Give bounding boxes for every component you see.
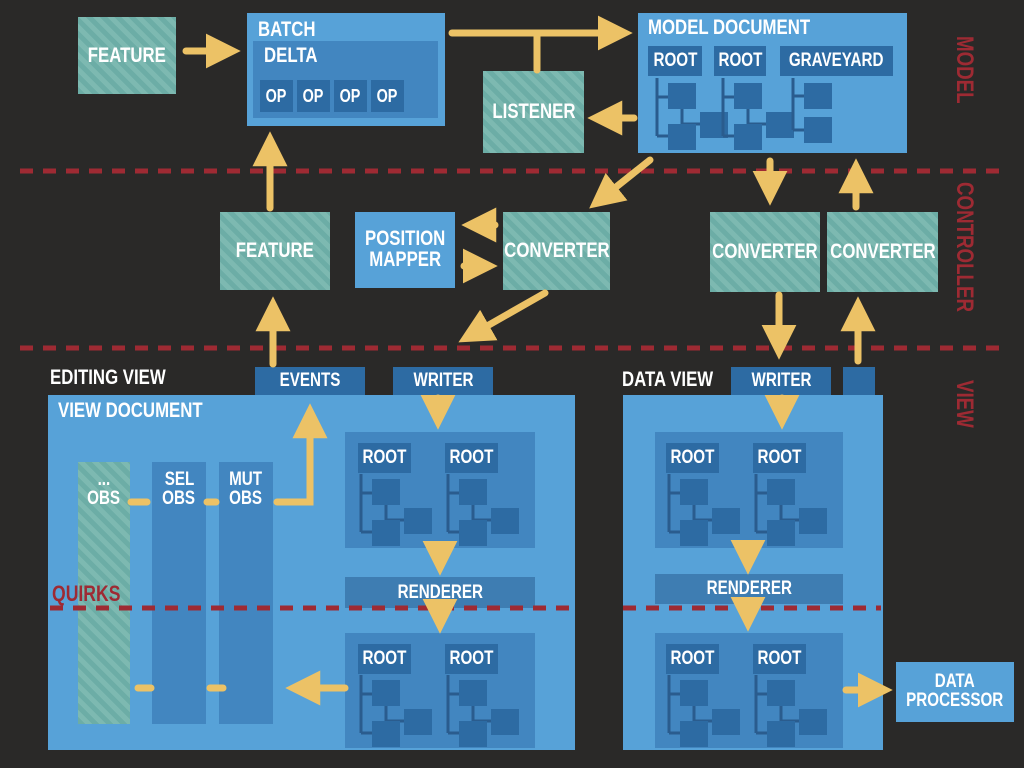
root-label: ROOT: [670, 447, 715, 469]
root-label: ROOT: [653, 50, 697, 72]
view-root-box: ROOT: [666, 644, 719, 674]
view-document-title: VIEW DOCUMENT: [58, 399, 203, 422]
op-label: OP: [266, 85, 287, 106]
document-tree: [784, 78, 876, 150]
view-root-box: ROOT: [666, 443, 719, 473]
data-view-title: DATA VIEW: [622, 368, 714, 391]
view-root-box: ROOT: [358, 644, 411, 674]
position-mapper-box: POSITION MAPPER: [355, 212, 455, 288]
listener-label: LISTENER: [491, 100, 576, 124]
converter-box-mid: CONVERTER: [710, 212, 820, 292]
model-feature-label: FEATURE: [87, 43, 167, 67]
document-tree: [714, 78, 806, 150]
op-box: OP: [260, 80, 293, 112]
root-label: ROOT: [757, 648, 802, 670]
data-processor-box: DATA PROCESSOR: [896, 662, 1014, 722]
root-label: ROOT: [362, 648, 407, 670]
converter-box-right: CONVERTER: [827, 212, 938, 292]
op-label: OP: [377, 85, 398, 106]
converter-label: CONVERTER: [503, 239, 610, 263]
data-writer-box: WRITER: [731, 367, 831, 395]
quirks-label: QUIRKS: [52, 581, 121, 606]
model-feature-box: FEATURE: [78, 17, 176, 94]
editing-writer-box: WRITER: [393, 367, 493, 395]
document-tree: [660, 675, 752, 747]
renderer-label: RENDERER: [706, 578, 792, 600]
graveyard-box: GRAVEYARD: [780, 46, 893, 76]
document-tree: [352, 474, 444, 546]
view-root-box: ROOT: [753, 443, 806, 473]
converter-label: CONVERTER: [712, 240, 818, 264]
other-observer-column: ... OBS: [78, 462, 130, 724]
view-root-box: ROOT: [445, 443, 498, 473]
document-tree: [747, 474, 839, 546]
model-root-box: ROOT: [648, 46, 702, 76]
listener-box: LISTENER: [483, 71, 584, 153]
controller-feature-label: FEATURE: [235, 239, 315, 263]
position-mapper-label: POSITION MAPPER: [364, 227, 446, 271]
editing-view-title: EDITING VIEW: [50, 366, 166, 389]
lane-label-model: MODEL: [951, 36, 978, 104]
op-label: OP: [303, 85, 324, 106]
lane-label-view: VIEW: [951, 380, 978, 428]
root-label: ROOT: [757, 447, 802, 469]
view-root-box: ROOT: [358, 443, 411, 473]
model-document-title: MODEL DOCUMENT: [648, 16, 811, 39]
root-label: ROOT: [449, 447, 494, 469]
op-label: OP: [340, 85, 361, 106]
data-processor-label: DATA PROCESSOR: [906, 671, 1004, 711]
graveyard-label: GRAVEYARD: [789, 50, 884, 72]
model-root-box: ROOT: [714, 46, 766, 76]
writer-label: WRITER: [413, 370, 473, 392]
op-box: OP: [297, 80, 330, 112]
converter-label: CONVERTER: [829, 240, 936, 264]
document-tree: [439, 675, 531, 747]
events-box: EVENTS: [255, 367, 365, 395]
document-tree: [660, 474, 752, 546]
lane-label-controller: CONTROLLER: [951, 182, 978, 312]
view-root-box: ROOT: [753, 644, 806, 674]
root-label: ROOT: [670, 648, 715, 670]
root-label: ROOT: [449, 648, 494, 670]
op-box: OP: [334, 80, 367, 112]
data-renderer-box: RENDERER: [655, 574, 843, 604]
events-label: EVENTS: [279, 370, 341, 392]
document-tree: [352, 675, 444, 747]
selection-observer-column: SEL OBS: [152, 462, 206, 724]
view-root-box: ROOT: [445, 644, 498, 674]
controller-feature-box: FEATURE: [220, 212, 330, 290]
renderer-label: RENDERER: [397, 581, 483, 603]
document-tree: [747, 675, 839, 747]
mutation-observer-column: MUT OBS: [219, 462, 273, 724]
converter-box-left: CONVERTER: [503, 212, 610, 290]
root-label: ROOT: [362, 447, 407, 469]
editing-renderer-box: RENDERER: [345, 577, 535, 608]
data-view-small-box: [843, 367, 875, 395]
root-label: ROOT: [718, 50, 762, 72]
document-tree: [439, 474, 531, 546]
op-box: OP: [371, 80, 404, 112]
writer-label: WRITER: [751, 370, 811, 392]
delta-label: DELTA: [264, 44, 318, 67]
batch-label: BATCH: [258, 18, 316, 41]
